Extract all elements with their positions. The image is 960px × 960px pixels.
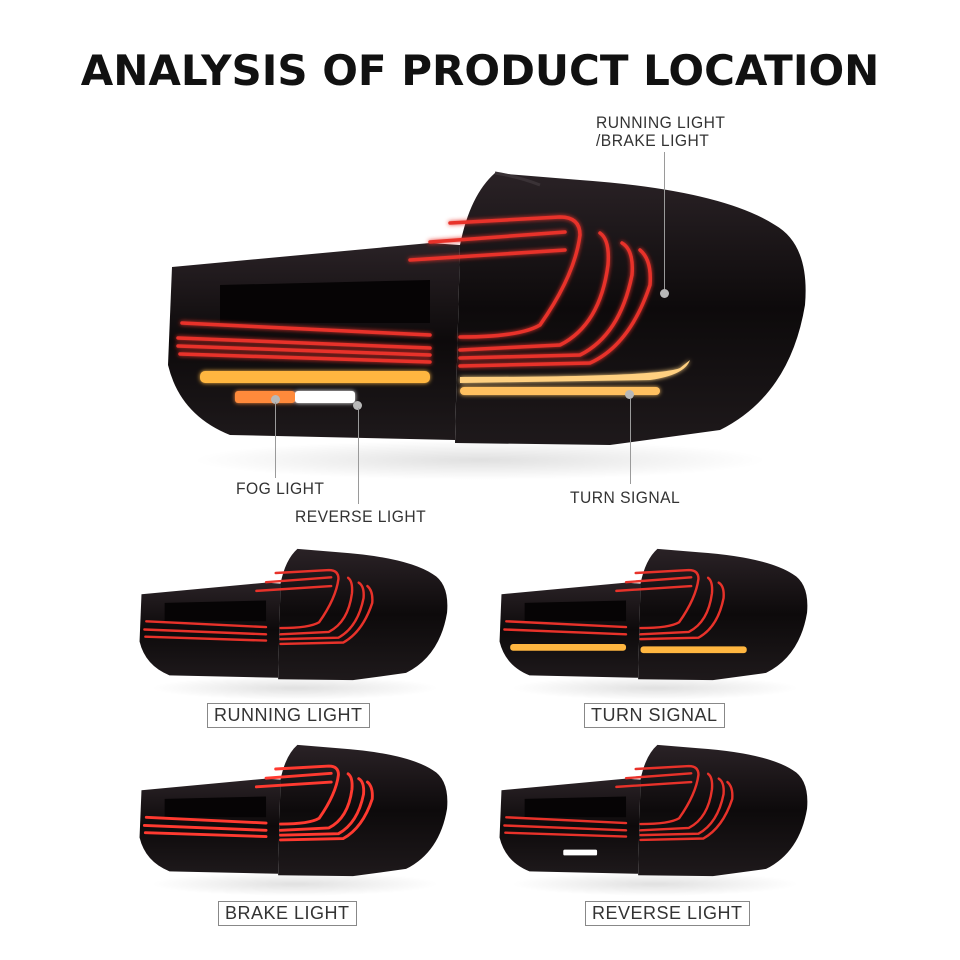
leader-fog xyxy=(275,402,276,478)
lamp-shadow xyxy=(150,676,440,700)
lamp-shadow xyxy=(510,676,800,700)
mode-label-brake: BRAKE LIGHT xyxy=(218,901,357,926)
turn-taillight-image xyxy=(499,548,808,681)
leader-running-brake xyxy=(664,152,665,292)
lamp-shadow xyxy=(510,872,800,896)
reverse-taillight-image xyxy=(499,744,808,877)
mode-label-turn: TURN SIGNAL xyxy=(584,703,725,728)
callout-reverse: REVERSE LIGHT xyxy=(295,507,427,526)
page-title: ANALYSIS OF PRODUCT LOCATION xyxy=(80,46,880,95)
pointer-dot-reverse xyxy=(353,401,362,410)
lamp-shadow xyxy=(190,440,770,480)
callout-running-brake-line1: RUNNING LIGHT xyxy=(596,113,726,132)
brake-taillight-image xyxy=(139,744,448,877)
running-taillight-image xyxy=(139,548,448,681)
pointer-dot-fog xyxy=(271,395,280,404)
main-taillight-image xyxy=(168,171,806,445)
leader-turn xyxy=(630,398,631,484)
lamp-shadow xyxy=(150,872,440,896)
callout-fog: FOG LIGHT xyxy=(236,479,325,498)
pointer-dot-running-brake xyxy=(660,289,669,298)
mode-label-reverse: REVERSE LIGHT xyxy=(585,901,750,926)
pointer-dot-turn xyxy=(625,390,634,399)
mode-label-running: RUNNING LIGHT xyxy=(207,703,370,728)
callout-running-brake-line2: /BRAKE LIGHT xyxy=(596,131,710,150)
leader-reverse xyxy=(358,408,359,504)
callout-turn: TURN SIGNAL xyxy=(570,488,681,507)
